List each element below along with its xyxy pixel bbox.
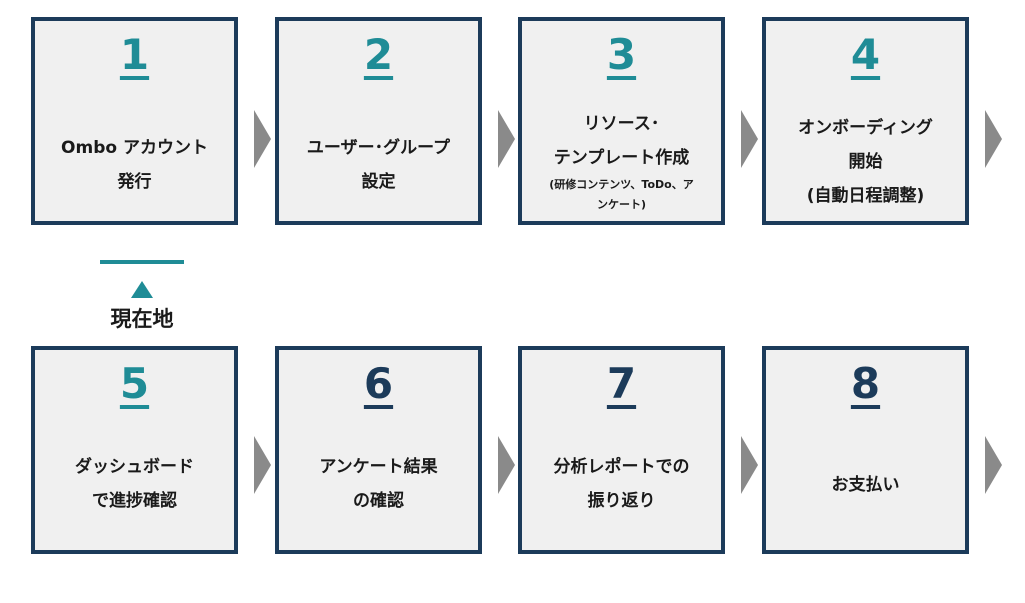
step-number: 2 [363,30,394,79]
step-label: お支払い [831,475,900,495]
step-label: リソース･ テンプレート作成 [553,114,690,168]
step-sub-label: (研修コンテンツ、ToDo、ア ンケート) [549,178,694,211]
step-7-box: 7 分析レポートでの 振り返り [518,346,725,554]
step-6-box: 6 アンケート結果 の確認 [275,346,482,554]
chevron-right-icon [254,436,271,494]
chevron-right-icon [985,436,1002,494]
step-label: Ombo アカウント 発行 [61,138,208,192]
chevron-right-icon [498,436,515,494]
step-number: 6 [363,359,394,408]
step-label: オンボーディング 開始 (自動日程調整) [798,118,933,206]
step-number: 1 [119,30,150,79]
chevron-right-icon [498,110,515,168]
step-number: 3 [606,30,637,79]
chevron-right-icon [741,436,758,494]
step-label: ダッシュボード で進捗確認 [75,457,194,511]
chevron-right-icon [985,110,1002,168]
current-location-label: 現在地 [110,307,174,331]
step-8-box: 8 お支払い [762,346,969,554]
chevron-right-icon [741,110,758,168]
chevron-right-icon [254,110,271,168]
step-1-box: 1 Ombo アカウント 発行 [31,17,238,225]
step-5-box: 5 ダッシュボード で進捗確認 [31,346,238,554]
step-label: アンケート結果 の確認 [319,457,438,511]
up-triangle-icon [131,281,153,298]
step-label: ユーザー･グループ 設定 [306,138,451,192]
step-number: 8 [850,359,881,408]
step-label: 分析レポートでの 振り返り [553,457,690,511]
step-number: 4 [850,30,881,79]
step-4-box: 4 オンボーディング 開始 (自動日程調整) [762,17,969,225]
step-2-box: 2 ユーザー･グループ 設定 [275,17,482,225]
step-3-box: 3 リソース･ テンプレート作成 (研修コンテンツ、ToDo、ア ンケート) [518,17,725,225]
current-location-bar [100,260,184,264]
step-number: 7 [606,359,637,408]
step-number: 5 [119,359,150,408]
